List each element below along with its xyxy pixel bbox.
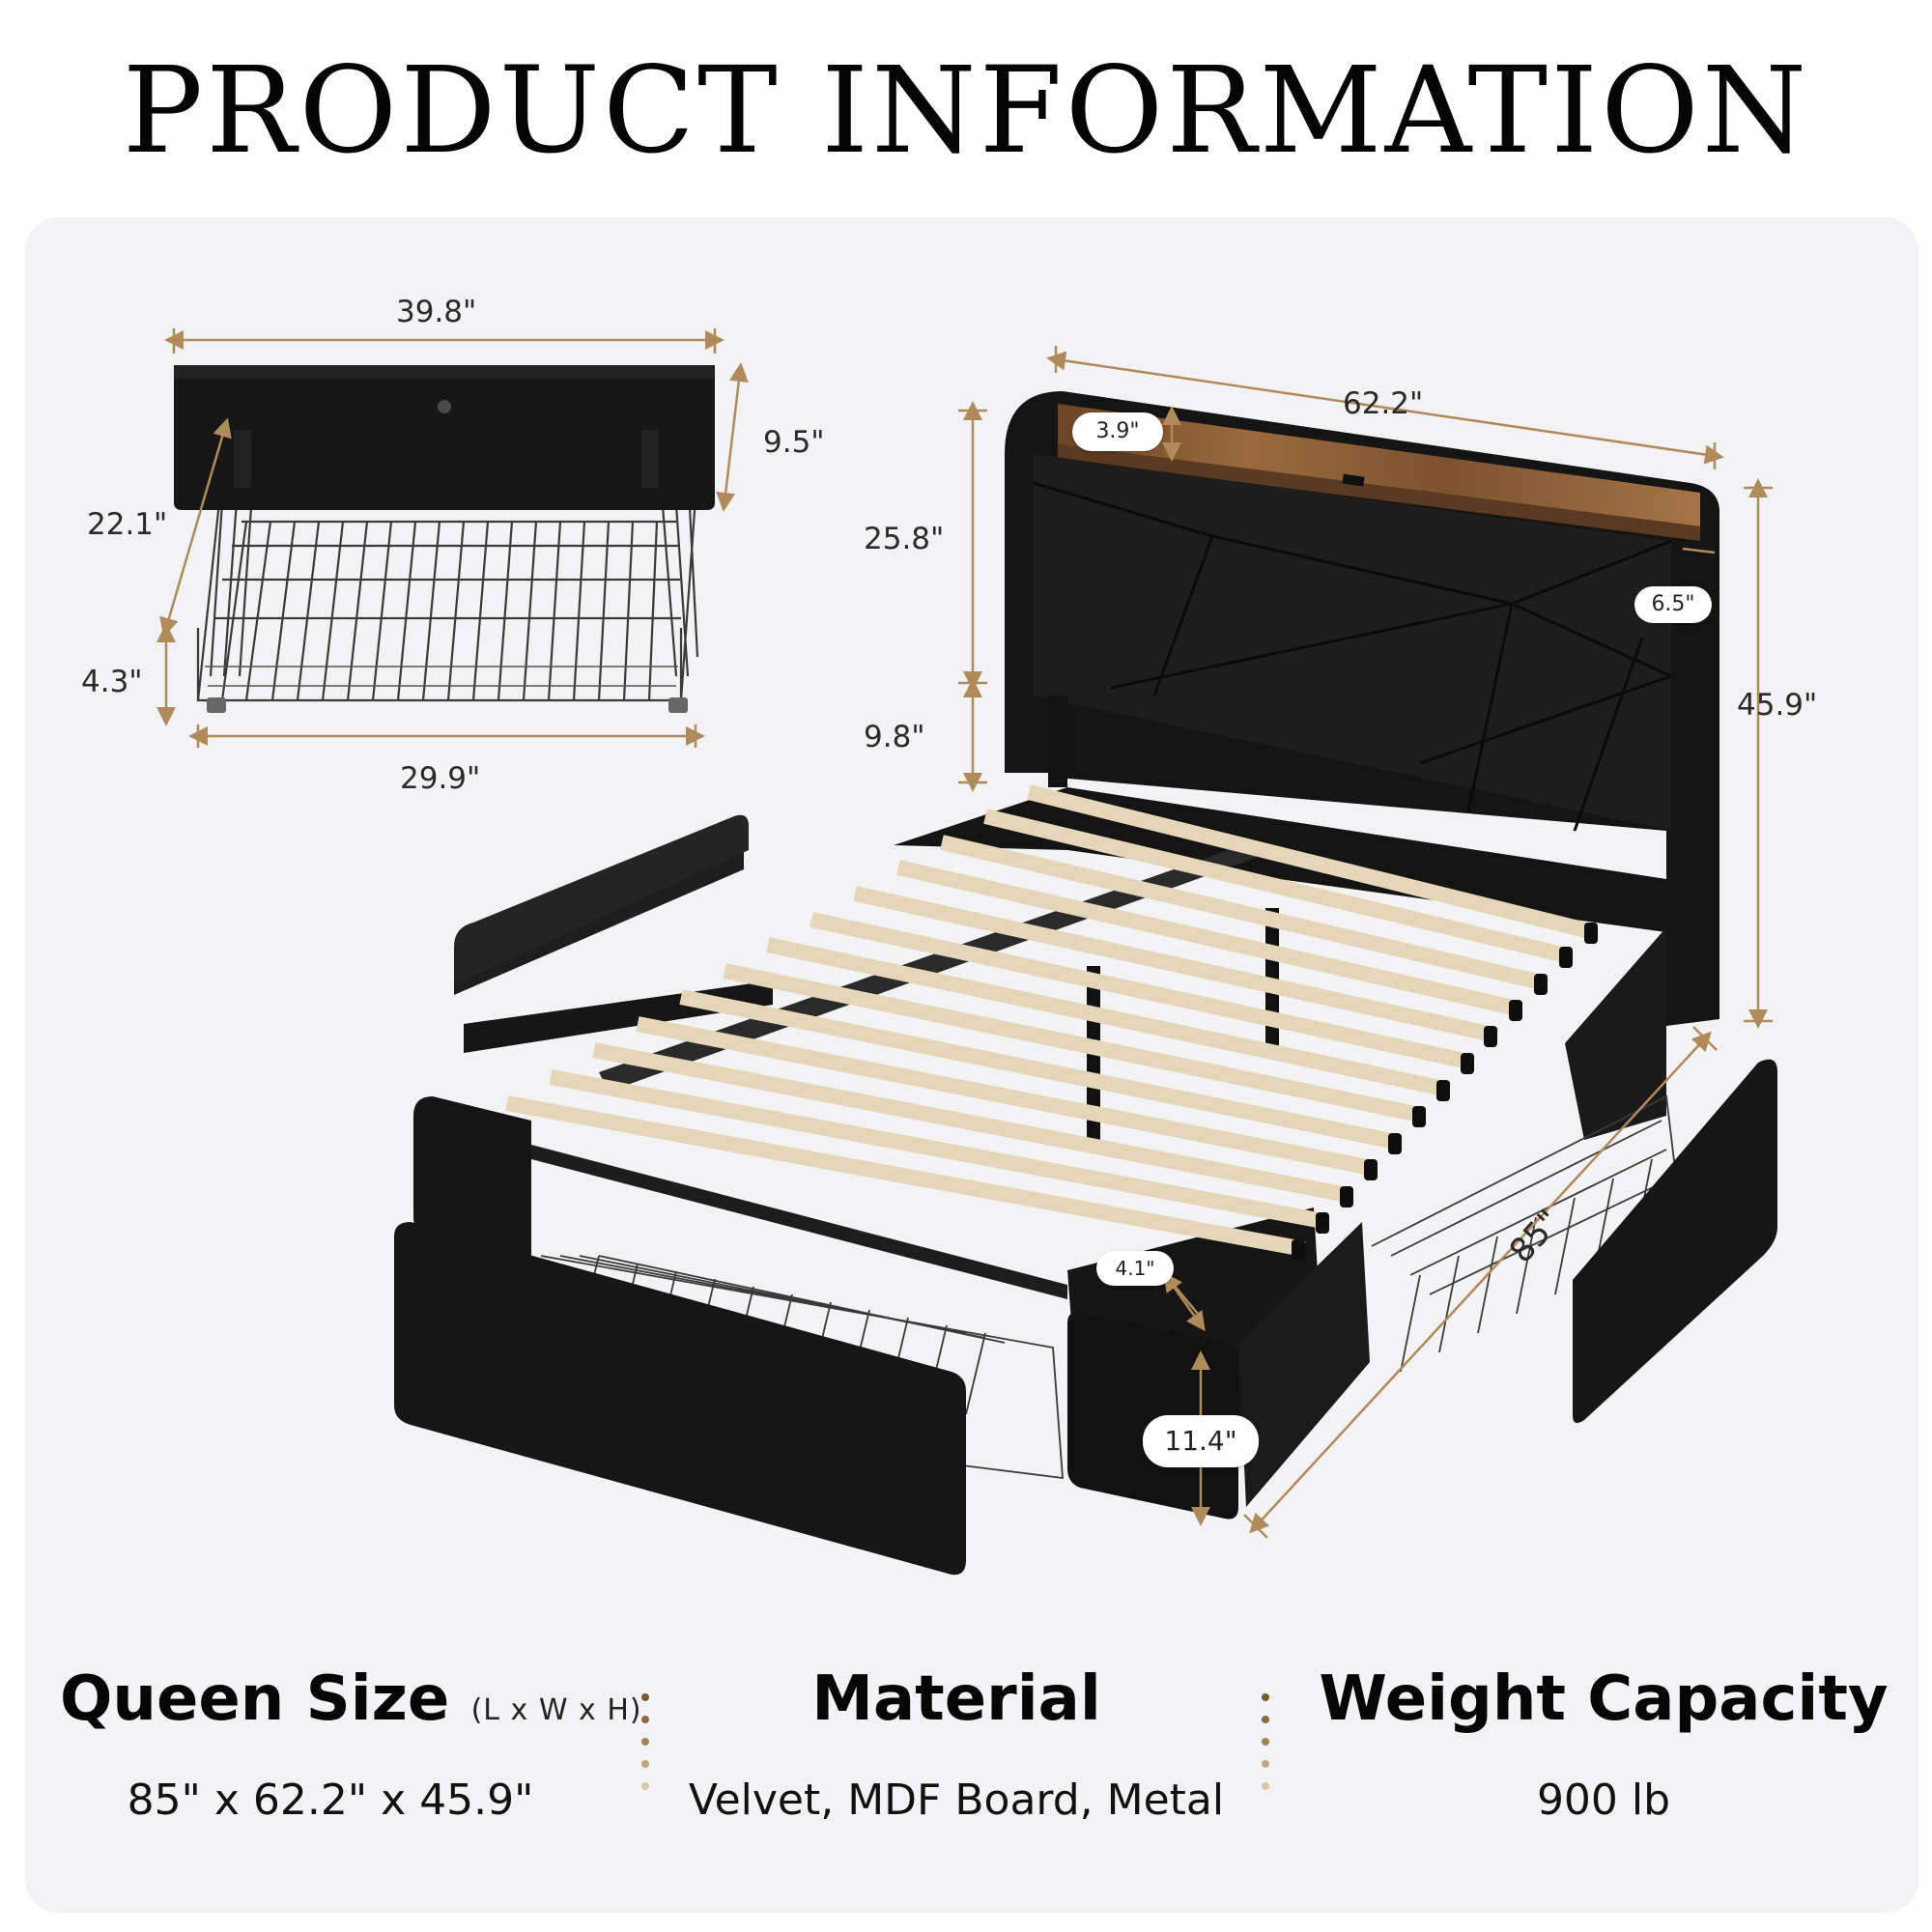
size-heading-note: (L x W x H) <box>470 1693 642 1727</box>
slat-gap-pill: 4.1" <box>1096 1251 1174 1286</box>
material-value: Velvet, MDF Board, Metal <box>688 1776 1225 1825</box>
capacity-value: 900 lb <box>1536 1776 1671 1825</box>
drawer-width-label: 39.8" <box>396 295 477 329</box>
total-height-label: 45.9" <box>1737 688 1818 723</box>
drawer-leg-label: 4.3" <box>81 665 143 699</box>
size-heading: Queen Size (L x W x H) <box>60 1663 642 1735</box>
size-heading-label: Queen Size <box>60 1663 450 1735</box>
spec-dividers <box>641 1693 1269 1790</box>
drawer-depth-label: 22.1" <box>87 507 168 542</box>
shelf-depth-pill: 3.9" <box>1072 412 1163 451</box>
drawer-dimension-lines <box>156 328 749 748</box>
side-width-pill: 6.5" <box>1634 586 1712 623</box>
headboard-upper-label: 25.8" <box>864 522 945 556</box>
drawer-bottom-width-label: 29.9" <box>400 761 481 796</box>
bed-dimension-lines <box>958 346 1773 1539</box>
clearance-pill: 11.4" <box>1143 1415 1259 1467</box>
material-heading: Material <box>811 1663 1101 1735</box>
slats <box>505 784 1598 1261</box>
bed-width-label: 62.2" <box>1343 386 1424 421</box>
page-title: PRODUCT INFORMATION <box>122 42 1810 181</box>
capacity-heading: Weight Capacity <box>1319 1663 1889 1735</box>
drawer-illustration <box>174 365 715 713</box>
drawer-front-height-label: 9.5" <box>763 425 825 460</box>
size-value: 85" x 62.2" x 45.9" <box>127 1776 534 1825</box>
headboard-lower-label: 9.8" <box>864 720 925 754</box>
